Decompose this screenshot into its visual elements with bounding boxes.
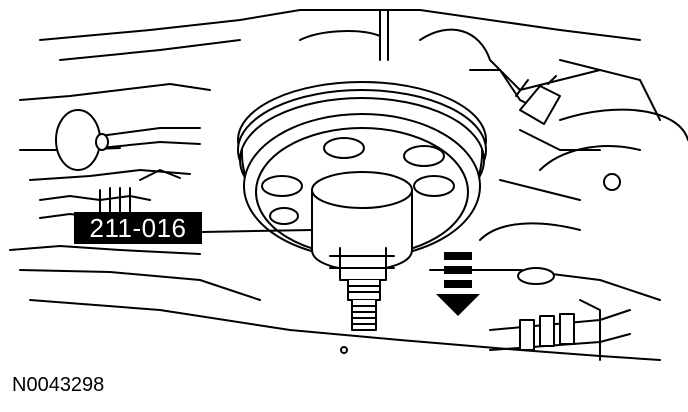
small-hole [340, 346, 348, 354]
hose-fitting [489, 309, 631, 351]
small-washer [517, 267, 555, 285]
left-bracket [55, 109, 201, 171]
special-tool [311, 171, 413, 331]
figure-number: N0043298 [12, 374, 105, 396]
right-component [515, 75, 688, 191]
tool-number-label: 211-016 [74, 212, 202, 244]
leader-line [201, 229, 313, 233]
direction-arrow-icon [436, 252, 480, 316]
engine-block-outline [9, 9, 661, 361]
